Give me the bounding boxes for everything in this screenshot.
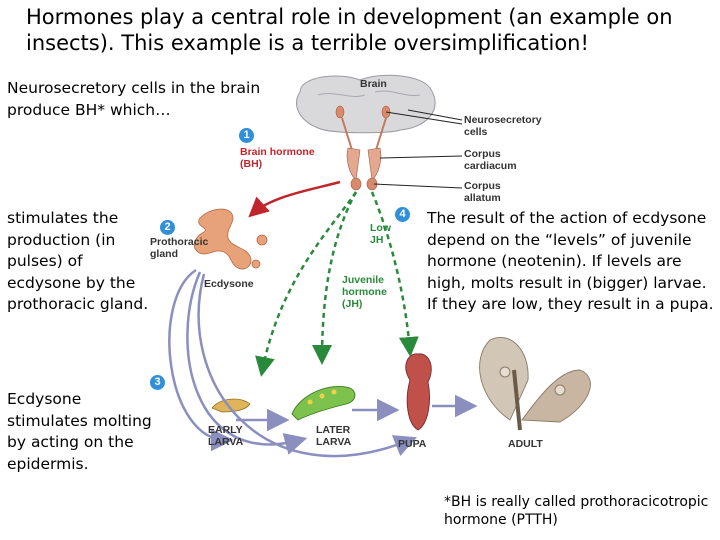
note-ecdysone: Ecdysone stimulates molting by acting on… <box>7 390 152 473</box>
footnote: *BH is really called prothoracicotropic … <box>444 494 709 528</box>
jh-arrow-pupa <box>370 191 419 357</box>
note-stimulates: stimulates the production (in pulses) of… <box>7 209 149 313</box>
label-brain-hormone: Brain hormone (BH) <box>240 146 315 170</box>
label-neurosecretory-cells: Neurosecretory cells <box>464 114 542 138</box>
label-later-larva: LATER LARVA <box>316 424 352 448</box>
brain-illustration <box>296 74 436 191</box>
leader-lines <box>373 109 463 189</box>
label-brain: Brain <box>360 78 387 90</box>
label-corpus-cardiacum: Corpus cardiacum <box>464 148 517 172</box>
note-brain: Neurosecretory cells in the brain produc… <box>7 79 261 119</box>
step-1-badge: 1 <box>239 128 254 143</box>
step-2-badge: 2 <box>160 220 175 235</box>
step-3-badge: 3 <box>150 375 165 390</box>
label-pupa: PUPA <box>398 438 427 450</box>
note-result: The result of the action of ecdysone dep… <box>427 209 714 313</box>
step-4-badge: 4 <box>395 207 410 222</box>
later-larva-illustration <box>291 386 356 421</box>
pupa-illustration <box>405 353 432 431</box>
label-adult: ADULT <box>508 438 543 450</box>
jh-arrow-early <box>312 191 358 365</box>
label-early-larva: EARLY LARVA <box>208 424 244 448</box>
prothoracic-gland-illustration <box>193 208 268 270</box>
adult-moth-illustration <box>479 337 591 431</box>
early-larva-illustration <box>211 398 251 413</box>
bh-arrow <box>248 180 341 218</box>
label-prothoracic-gland: Prothoracic gland <box>150 236 209 260</box>
label-low-jh: Low JH <box>370 222 391 246</box>
label-ecdysone: Ecdysone <box>204 278 254 290</box>
label-juvenile-hormone: Juvenile hormone (JH) <box>342 274 387 310</box>
label-corpus-allatum: Corpus allatum <box>464 180 501 204</box>
jh-arrow-later <box>255 191 358 377</box>
ecdysone-arrow-later <box>186 271 308 455</box>
ecdysone-arrow-early <box>168 268 234 452</box>
slide-title: Hormones play a central role in developm… <box>26 5 673 55</box>
